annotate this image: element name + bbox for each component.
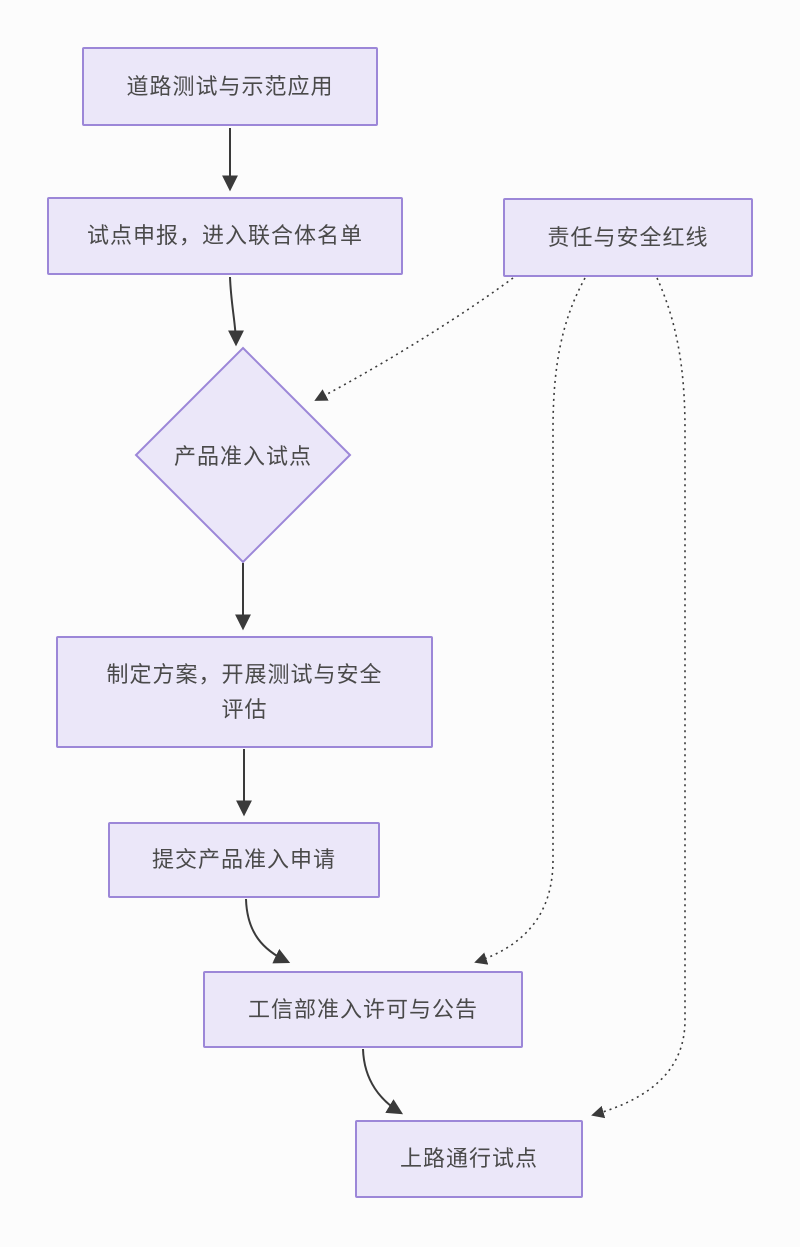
- edge-submit-access-application-to-miit-permit: [245, 898, 291, 964]
- edge-redline-to-miit-permit: [474, 277, 586, 965]
- edge-redline-to-product-access-pilot: [314, 277, 514, 401]
- node-pilot-apply: 试点申报，进入联合体名单: [47, 197, 403, 275]
- edge-miit-permit-to-road-pass-pilot: [362, 1048, 404, 1115]
- node-product-access-pilot-shape: [134, 346, 352, 564]
- node-product-access-pilot-label: 产品准入试点: [173, 444, 312, 469]
- edge-redline-to-road-pass-pilot: [591, 277, 686, 1119]
- node-submit-access-application: 提交产品准入申请: [108, 822, 380, 898]
- node-safety-redline: 责任与安全红线: [503, 198, 753, 277]
- node-miit-permit-announcement: 工信部准入许可与公告: [203, 971, 523, 1048]
- edge-pilot-apply-to-product-access-pilot: [227, 276, 244, 347]
- node-road-test: 道路测试与示范应用: [82, 47, 378, 126]
- node-plan-and-test: 制定方案，开展测试与安全 评估: [56, 636, 433, 748]
- node-road-pass-pilot: 上路通行试点: [355, 1120, 583, 1198]
